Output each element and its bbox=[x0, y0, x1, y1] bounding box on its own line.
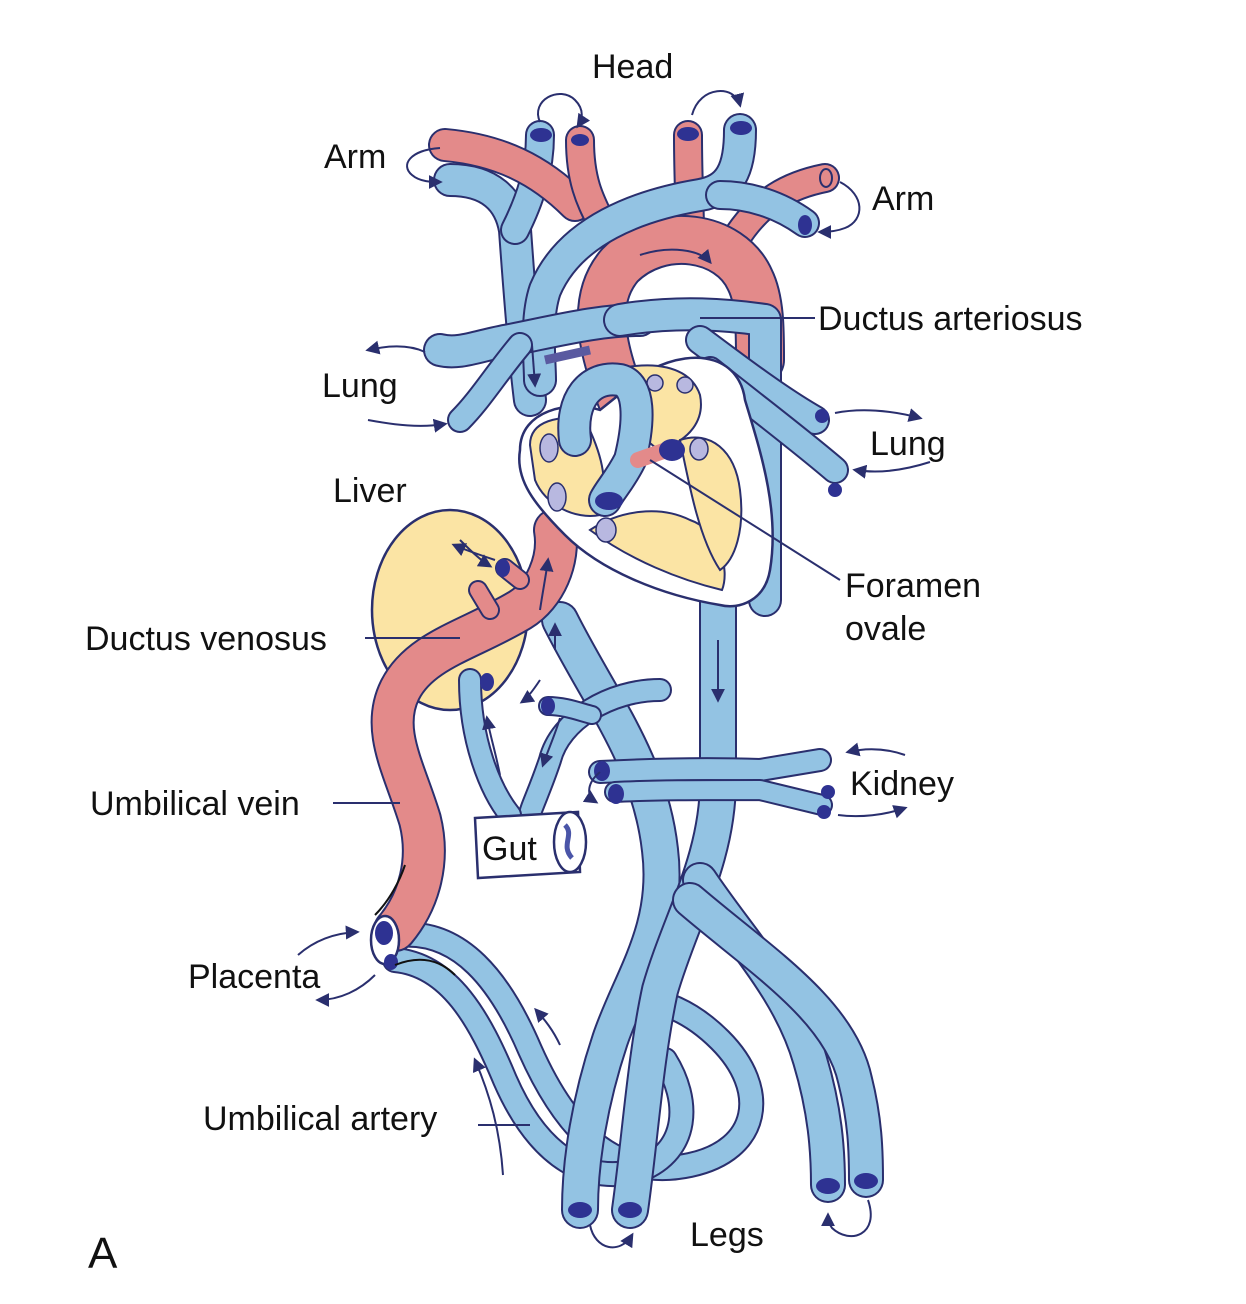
umbilical-artery-vessels bbox=[382, 921, 765, 1187]
label-lung-left: Lung bbox=[322, 367, 398, 405]
label-ductus-arteriosus: Ductus arteriosus bbox=[818, 300, 1083, 338]
gut bbox=[473, 810, 588, 880]
label-lung-right: Lung bbox=[870, 425, 946, 463]
figure-letter: A bbox=[88, 1229, 118, 1278]
label-arm-left: Arm bbox=[324, 138, 386, 176]
flow-arrows bbox=[297, 90, 931, 1249]
label-liver: Liver bbox=[333, 472, 407, 510]
label-arm-right: Arm bbox=[872, 180, 934, 218]
label-foramen-ovale-line2: ovale bbox=[845, 610, 926, 648]
label-legs: Legs bbox=[690, 1216, 764, 1254]
umbilical-vein bbox=[370, 508, 578, 952]
heart bbox=[517, 356, 774, 608]
label-kidney: Kidney bbox=[850, 765, 954, 803]
kidney-vessels bbox=[588, 748, 835, 819]
placenta bbox=[369, 864, 456, 976]
lower-vessels bbox=[541, 571, 884, 1229]
label-placenta: Placenta bbox=[188, 958, 320, 996]
gut-vessels bbox=[458, 668, 672, 827]
label-foramen-ovale-line1: Foramen bbox=[845, 567, 981, 605]
label-umbilical-artery: Umbilical artery bbox=[203, 1100, 437, 1138]
leader-lines bbox=[333, 317, 841, 1126]
label-head: Head bbox=[592, 48, 673, 86]
label-ductus-venosus: Ductus venosus bbox=[85, 620, 327, 658]
label-gut: Gut bbox=[482, 830, 537, 868]
label-umbilical-vein: Umbilical vein bbox=[90, 785, 300, 823]
